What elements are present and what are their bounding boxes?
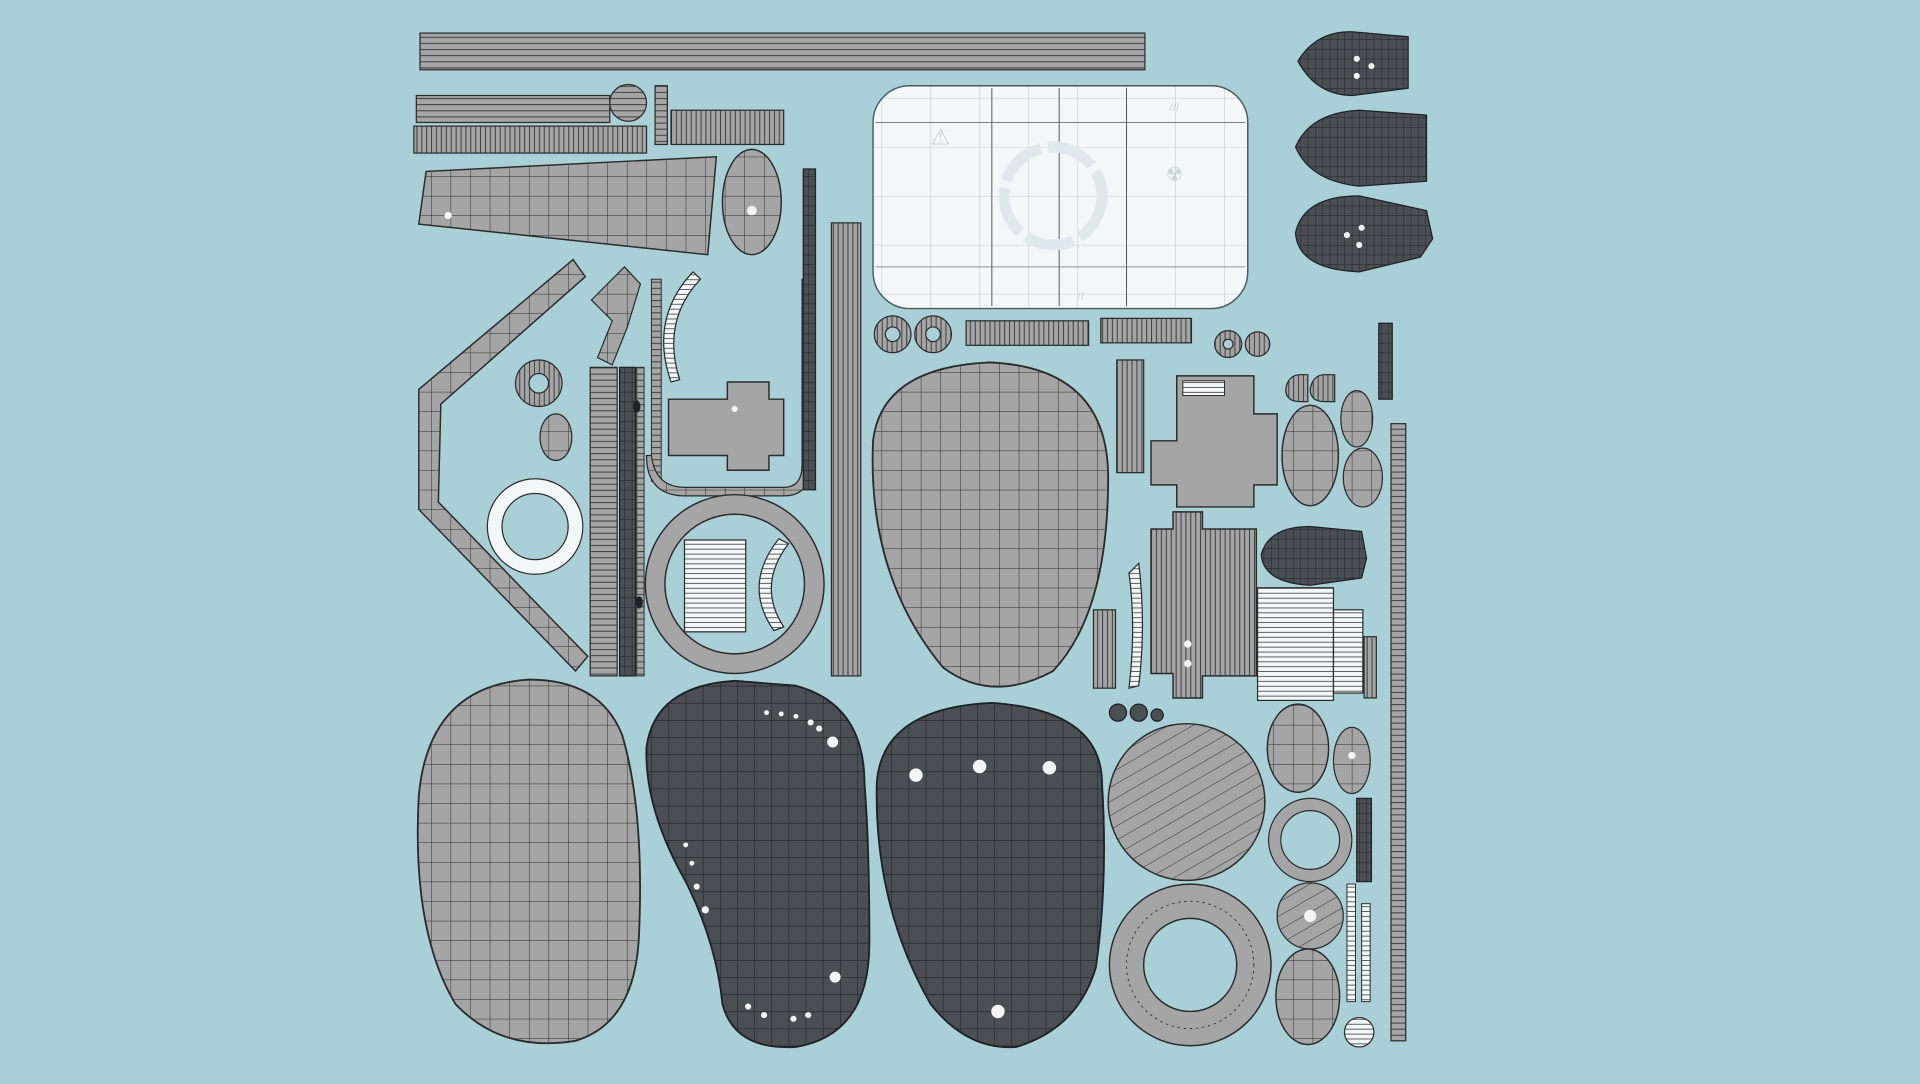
- uv-curved-panel-strip: [417, 155, 718, 256]
- uv-large-shell-dark: [875, 701, 1105, 1049]
- uv-vertical-strip-a: [589, 366, 618, 677]
- uv-strip-short-b: [413, 125, 648, 154]
- uv-vertical-strip-small: [1092, 609, 1117, 689]
- uv-striped-disc: [1107, 722, 1266, 882]
- hud-screen-panel: ⚠ ☢ /// //: [872, 84, 1249, 310]
- uv-thin-strip-white: [1346, 883, 1356, 1003]
- uv-dark-oval-a: [1297, 31, 1409, 97]
- uv-oval-panel-tiny: [1340, 390, 1374, 448]
- uv-bracket-unwrap: [1150, 511, 1258, 699]
- uv-bent-tube-strip: [418, 258, 589, 673]
- uv-large-shell-left: [416, 678, 641, 1045]
- uv-micro-disc: [1108, 703, 1128, 722]
- uv-oval-panel-mid: [1266, 703, 1330, 793]
- circular-gauge-icon: [998, 141, 1108, 251]
- top-strip-group: [413, 32, 1146, 256]
- uv-micro-disc: [1150, 708, 1164, 722]
- uv-strip-vertical-tiny: [654, 85, 668, 146]
- uv-dark-oval-b: [1294, 109, 1428, 187]
- dark-oval-group: [1294, 31, 1434, 273]
- bottom-shell-group: [416, 678, 1105, 1049]
- uv-medium-ring: [1269, 798, 1352, 882]
- uv-vertical-strip-dark-short: [1356, 797, 1373, 883]
- uv-vertical-strip-thin: [636, 366, 645, 677]
- uv-lined-block-white: [1182, 380, 1225, 396]
- uv-small-oval: [539, 413, 573, 462]
- bottom-right-group: [1107, 703, 1375, 1048]
- uv-oval-panel-tiny: [1332, 726, 1371, 795]
- uv-long-vertical-strip: [1390, 423, 1407, 1042]
- warning-triangle-icon: ⚠: [931, 125, 951, 150]
- uv-vertical-strip-tall-light: [830, 222, 862, 677]
- left-mid-group: [418, 168, 862, 677]
- uv-curved-thin-strip: [1128, 561, 1144, 689]
- uv-vertical-strip-small: [1363, 636, 1377, 699]
- uv-thin-strip-white: [1361, 903, 1371, 1003]
- uv-vertical-strip-dark: [618, 366, 637, 677]
- uv-strip-vertical-lines: [670, 109, 785, 146]
- uv-large-shell-light: [871, 361, 1110, 688]
- uv-large-ring: [645, 494, 825, 674]
- uv-box-unwrap-right: [1150, 375, 1278, 508]
- uv-oval-panel-tiny: [1342, 447, 1384, 508]
- uv-large-shell-dark-kidney: [645, 679, 871, 1049]
- uv-tiny-disc: [1244, 331, 1271, 357]
- uv-small-ring-hole: [528, 372, 550, 394]
- uv-oval-panel-mid: [1281, 404, 1340, 507]
- uv-dark-oval-d: [1260, 525, 1368, 586]
- uv-lined-block-white: [1256, 587, 1335, 702]
- uv-dark-oval-c: [1294, 195, 1434, 273]
- uv-white-ring: [486, 478, 584, 575]
- uv-strip-top-long: [419, 32, 1146, 71]
- center-shell-group: [871, 315, 1193, 688]
- hud-text-mark: ///: [1169, 102, 1180, 113]
- uv-short-strip: [1100, 317, 1193, 344]
- uv-small-disc-top: [609, 83, 648, 122]
- uv-oval-panel-mid: [1275, 948, 1341, 1046]
- radiation-icon: ☢: [1166, 163, 1184, 186]
- uv-small-arc-piece: [758, 538, 790, 632]
- uv-vertical-strip-b: [650, 278, 662, 482]
- uv-tiny-disc-bottom: [1343, 1016, 1375, 1048]
- uv-lined-block-small: [1332, 609, 1364, 694]
- uv-pin-dot: [444, 211, 452, 220]
- uv-lined-block: [683, 539, 747, 633]
- uv-oval-panel-small: [721, 148, 782, 256]
- uv-strip-short-a: [415, 94, 611, 124]
- uv-vertical-strip-small: [1378, 322, 1393, 400]
- uv-vertical-strip-small: [1116, 359, 1145, 474]
- uv-box-unwrap: [667, 381, 785, 471]
- uv-small-bent-piece: [590, 266, 642, 366]
- uv-thick-ring: [1109, 884, 1272, 1046]
- right-mid-group: [1092, 322, 1407, 1042]
- uv-arc-strip: [663, 270, 702, 383]
- uv-micro-disc: [1129, 703, 1148, 722]
- uv-short-strip: [965, 320, 1090, 346]
- uv-pin-dot: [746, 205, 757, 216]
- hud-text-mark: //: [1078, 291, 1085, 302]
- uv-mini-cap: [1285, 374, 1309, 403]
- uv-mini-cap: [1309, 374, 1336, 403]
- uv-vertical-strip-dark-tall: [802, 168, 817, 491]
- hud-screen-face: [872, 84, 1249, 310]
